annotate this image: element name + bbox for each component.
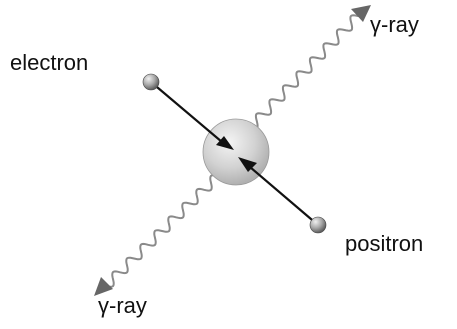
gamma-ray-label-bottom: γ-ray bbox=[98, 293, 147, 318]
gamma-ray-wave-top bbox=[249, 14, 359, 130]
gamma-ray-arrowhead-bottom-icon bbox=[94, 277, 113, 296]
gamma-ray-label-top: γ-ray bbox=[370, 12, 419, 37]
electron-sphere-icon bbox=[142, 73, 160, 91]
positron-track bbox=[249, 166, 319, 226]
electron-track bbox=[150, 81, 223, 143]
positron-arrowhead-icon bbox=[238, 157, 257, 172]
electron-arrowhead-icon bbox=[216, 136, 234, 150]
gamma-ray-arrowhead-top-icon bbox=[351, 5, 371, 22]
electron-label: electron bbox=[10, 50, 89, 75]
positron-label: positron bbox=[345, 231, 424, 256]
positron-sphere-icon bbox=[309, 216, 327, 234]
gamma-ray-wave-bottom bbox=[105, 174, 219, 288]
